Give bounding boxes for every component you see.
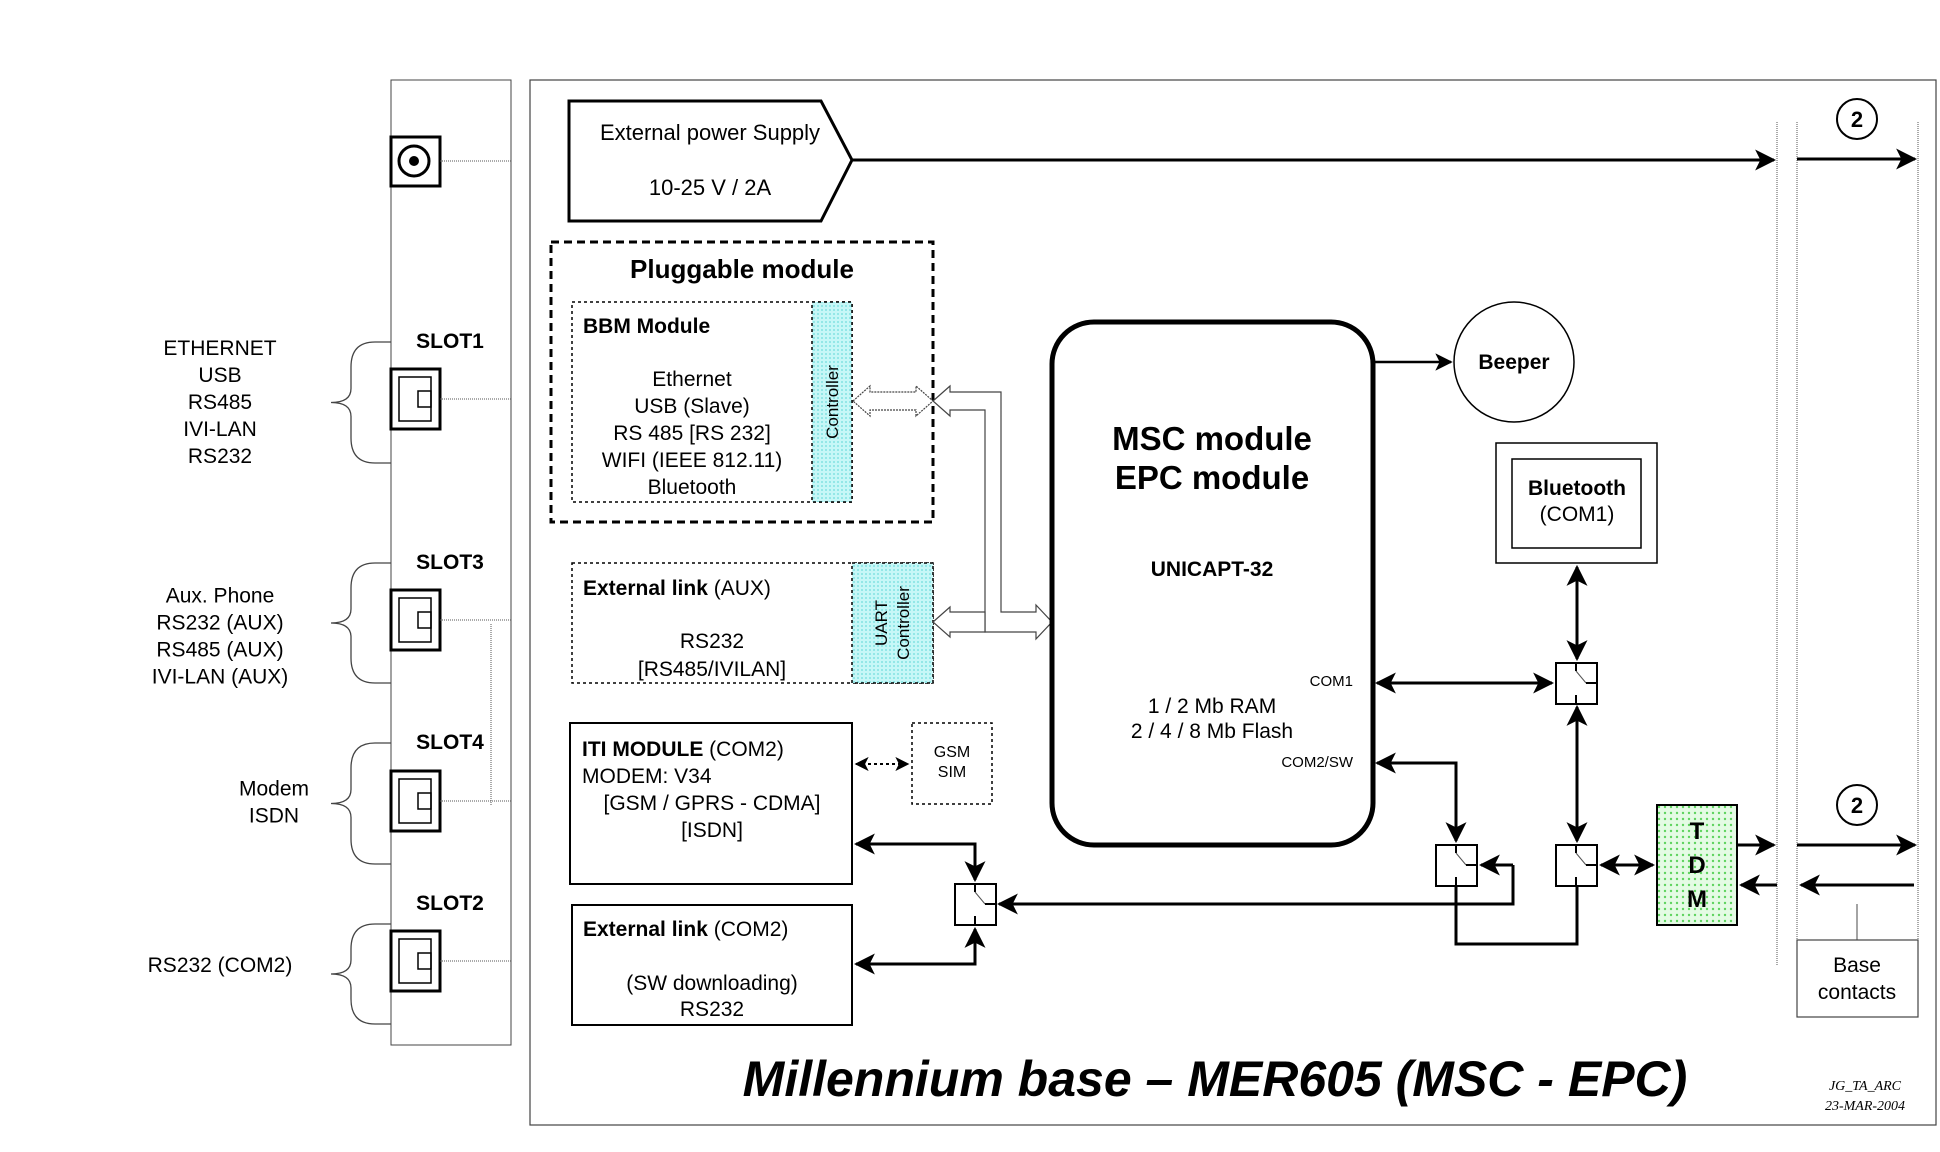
iti-title: ITI MODULE xyxy=(582,738,703,761)
svg-text:T: T xyxy=(1690,818,1705,845)
power-supply-label: External power Supply xyxy=(600,120,820,145)
slot-interface: ISDN xyxy=(249,805,299,828)
iti-switch-icon xyxy=(954,883,997,926)
msc-module: MSC module EPC module UNICAPT-32 1 / 2 M… xyxy=(1049,319,1376,848)
svg-text:External link (COM2): External link (COM2) xyxy=(583,918,788,941)
slot-label: SLOT4 xyxy=(416,731,484,754)
slot-interface: RS232 (AUX) xyxy=(156,612,283,635)
iti-module: ITI MODULE (COM2) MODEM: V34 [GSM / GPRS… xyxy=(569,722,853,885)
svg-text:Bluetooth: Bluetooth xyxy=(1528,477,1626,500)
pluggable-module-title: Pluggable module xyxy=(630,254,854,284)
svg-text:RS232: RS232 xyxy=(680,998,744,1021)
external-link-com2: External link (COM2) (SW downloading) RS… xyxy=(571,904,853,1026)
com1-switch-icon xyxy=(1555,662,1598,705)
slot-interface: RS485 xyxy=(188,391,252,414)
power-supply-rating: 10-25 V / 2A xyxy=(649,175,772,200)
author-label: JG_TA_ARC xyxy=(1829,1079,1902,1094)
brace xyxy=(330,923,391,1025)
serial-port-icon xyxy=(389,367,511,431)
epc-title: EPC module xyxy=(1115,459,1309,496)
svg-text:SIM: SIM xyxy=(938,764,966,781)
slot-interface: IVI-LAN xyxy=(183,418,257,441)
beeper: Beeper xyxy=(1373,301,1575,423)
svg-text:ITI MODULE (COM2): ITI MODULE (COM2) xyxy=(582,738,784,761)
svg-text:Base: Base xyxy=(1833,954,1881,977)
brace xyxy=(330,562,391,684)
svg-text:D: D xyxy=(1688,852,1705,879)
power-supply: External power Supply 10-25 V / 2A xyxy=(567,99,1918,223)
bbm-interface: Ethernet xyxy=(652,368,732,391)
com2-switch-icon xyxy=(1435,844,1478,887)
slot-interface: Modem xyxy=(239,778,309,801)
svg-text:[ISDN]: [ISDN] xyxy=(681,819,743,842)
msc-title: MSC module xyxy=(1112,420,1312,457)
brace xyxy=(330,341,391,464)
bbm-controller-label: Controller xyxy=(823,365,842,439)
svg-text:GSM: GSM xyxy=(934,744,970,761)
slot-label: SLOT2 xyxy=(416,892,484,915)
slot-label: SLOT1 xyxy=(416,330,484,353)
svg-text:1 / 2 Mb RAM: 1 / 2 Mb RAM xyxy=(1148,695,1276,718)
slot-interface: ETHERNET xyxy=(163,337,276,360)
slot-label: SLOT3 xyxy=(416,551,484,574)
bbm-interface: Bluetooth xyxy=(648,476,737,499)
bbm-interface: RS 485 [RS 232] xyxy=(613,422,771,445)
bbm-title: BBM Module xyxy=(583,315,710,338)
svg-text:RS232: RS232 xyxy=(680,630,744,653)
slot-interface: USB xyxy=(198,364,241,387)
svg-text:(COM1): (COM1) xyxy=(1540,503,1615,526)
bbm-interface: WIFI (IEEE 812.11) xyxy=(602,449,783,472)
gsm-sim: GSM SIM xyxy=(854,722,993,805)
brace xyxy=(330,742,391,865)
connector-marker: 2 xyxy=(1836,784,1878,826)
svg-text:2: 2 xyxy=(1851,793,1863,818)
bbm-interface: USB (Slave) xyxy=(634,395,750,418)
serial-port-icon xyxy=(389,588,511,652)
os-label: UNICAPT-32 xyxy=(1151,558,1274,581)
slot-interface: Aux. Phone xyxy=(166,585,275,608)
bluetooth-module: Bluetooth (COM1) xyxy=(1495,442,1658,564)
svg-text:MODEM: V34: MODEM: V34 xyxy=(582,765,712,788)
tdm-switch-icon xyxy=(1555,844,1598,887)
pluggable-module: Pluggable module Controller BBM Module E… xyxy=(549,240,935,524)
external-link-aux: UART Controller External link (AUX) RS23… xyxy=(571,562,934,684)
uart-label: UART xyxy=(872,600,891,646)
main-panel xyxy=(529,79,1937,1126)
serial-port-icon xyxy=(389,769,511,833)
connector-panel xyxy=(389,79,512,1046)
power-jack-icon xyxy=(389,135,511,188)
uart-controller-label: Controller xyxy=(894,586,913,660)
ext-link-aux-title: External link xyxy=(583,577,708,600)
serial-port-icon xyxy=(389,929,511,993)
slot-interface: RS232 (COM2) xyxy=(148,954,293,977)
connections xyxy=(853,564,1918,975)
date-label: 23-MAR-2004 xyxy=(1825,1099,1905,1114)
svg-text:2 / 4 / 8 Mb Flash: 2 / 4 / 8 Mb Flash xyxy=(1131,720,1293,743)
slot-interface: RS485 (AUX) xyxy=(156,639,283,662)
svg-text:[GSM / GPRS - CDMA]: [GSM / GPRS - CDMA] xyxy=(603,792,820,815)
tdm-block: T D M xyxy=(1656,804,1738,926)
diagram-title: Millennium base – MER605 (MSC - EPC) xyxy=(743,1051,1688,1107)
svg-text:M: M xyxy=(1687,886,1707,913)
slot-interface: IVI-LAN (AUX) xyxy=(152,666,289,689)
ext-link-com2-title: External link xyxy=(583,918,708,941)
svg-text:Beeper: Beeper xyxy=(1478,351,1549,374)
connector-marker: 2 xyxy=(1836,98,1878,140)
svg-text:External link (AUX): External link (AUX) xyxy=(583,577,771,600)
com2-port-label: COM2/SW xyxy=(1281,754,1354,771)
base-contacts: Base contacts xyxy=(1796,904,1919,1018)
svg-text:contacts: contacts xyxy=(1818,981,1896,1004)
data-bus-arrows xyxy=(852,384,1053,641)
com1-port-label: COM1 xyxy=(1310,673,1353,690)
svg-text:[RS485/IVILAN]: [RS485/IVILAN] xyxy=(638,658,786,681)
svg-text:(SW downloading): (SW downloading) xyxy=(626,972,798,995)
slot-interface: RS232 xyxy=(188,445,252,468)
svg-text:2: 2 xyxy=(1851,107,1863,132)
